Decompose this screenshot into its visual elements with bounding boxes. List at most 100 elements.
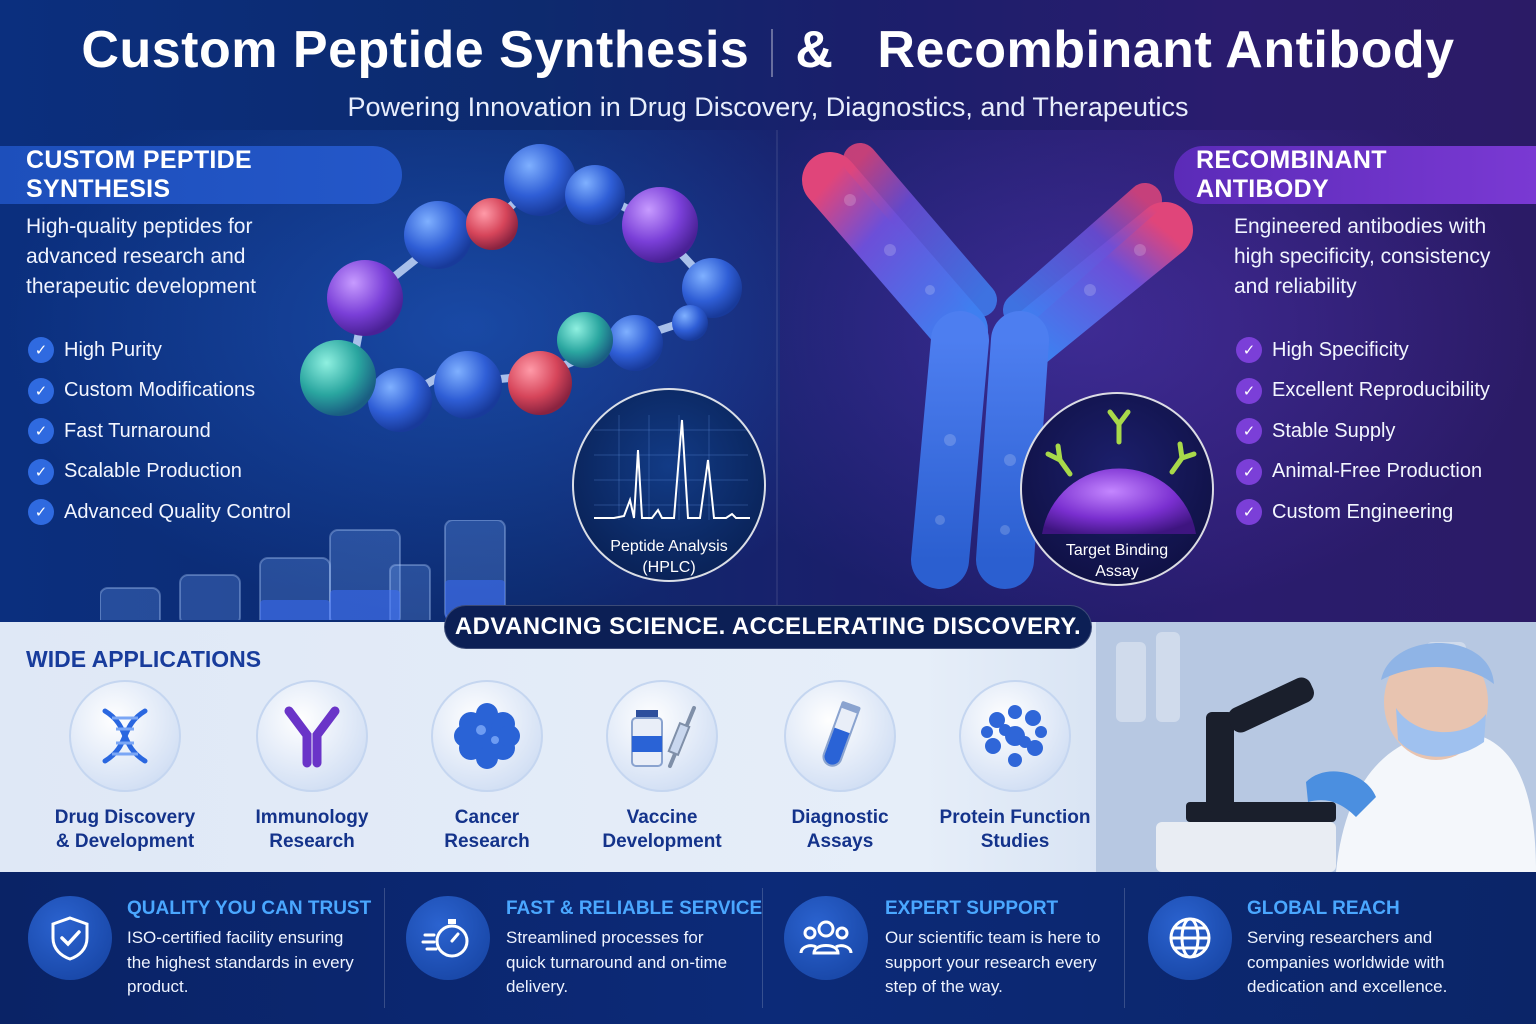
page-title: Custom Peptide Synthesis&Recombinant Ant… [0, 20, 1536, 80]
globe-icon [1148, 896, 1232, 980]
hplc-chromatogram-icon [594, 415, 750, 520]
check-icon: ✓ [28, 418, 54, 445]
feature-label: Animal-Free Production [1272, 460, 1483, 483]
application-label: Drug Discovery & Development [45, 806, 205, 854]
binding-caption-line1: Target Binding [1065, 542, 1169, 559]
application-label-line1: Immunology [255, 807, 369, 828]
list-item: ✓ Custom Modifications [28, 371, 291, 412]
feature-divider [384, 888, 385, 1008]
title-right: Recombinant Antibody [877, 21, 1455, 79]
application-label-line1: Cancer [454, 807, 520, 828]
title-left: Custom Peptide Synthesis [81, 21, 750, 79]
application-label-line2: Research [444, 831, 530, 852]
check-icon: ✓ [28, 458, 54, 485]
application-drug-discovery: Drug Discovery & Development [45, 680, 205, 854]
list-item: ✓Scalable Production [28, 452, 291, 493]
check-icon: ✓ [28, 499, 54, 526]
vaccine-vial-icon [606, 680, 718, 792]
feature-fast-service: FAST & RELIABLE SERVICE Streamlined proc… [384, 872, 764, 1024]
hplc-caption-line2: (HPLC) [642, 559, 696, 576]
application-label-line2: Development [602, 831, 722, 852]
list-item: ✓ Animal-Free Production [1236, 452, 1490, 493]
feature-label: High Specificity [1272, 338, 1409, 361]
antibody-illustration [802, 143, 1193, 589]
feature-text: Streamlined processes for quick turnarou… [506, 928, 728, 996]
test-tube-icon [784, 680, 896, 792]
scientist-microscope-photo [1096, 622, 1536, 872]
feature-label: Advanced Quality Control [64, 500, 291, 523]
application-label-line1: Protein Function [939, 807, 1091, 828]
applications-section: WIDE APPLICATIONS Drug Discovery & Develo… [0, 622, 1536, 872]
list-item: ✓ Excellent Reproducibility [1236, 371, 1490, 412]
title-separator [771, 29, 774, 78]
application-label-line2: Research [269, 831, 355, 852]
binding-caption-line2: Assay [1095, 563, 1139, 580]
feature-title: GLOBAL REACH [1247, 898, 1400, 919]
application-label-line1: Vaccine [626, 807, 698, 828]
dna-icon [69, 680, 181, 792]
target-binding-icon [1042, 409, 1197, 534]
title-ampersand: & [795, 21, 834, 79]
lab-vials-illustration [100, 520, 506, 620]
check-icon: ✓ [28, 337, 54, 364]
feature-label: Custom Engineering [1272, 500, 1454, 523]
hplc-inset: Peptide Analysis(HPLC) [572, 388, 766, 582]
peptide-feature-list: ✓ High Purity ✓ Custom Modifications ✓ Fast… [28, 330, 291, 533]
antibody-icon [256, 680, 368, 792]
shield-check-icon [28, 896, 112, 980]
page-subtitle: Powering Innovation in Drug Discovery, D… [347, 92, 1189, 122]
feature-global-reach: GLOBAL REACH Serving researchers and com… [1124, 872, 1536, 1024]
feature-title: QUALITY YOU CAN TRUST [127, 898, 372, 919]
check-icon: ✓ [1236, 418, 1262, 445]
list-item: ✓Custom Engineering [1236, 492, 1490, 533]
list-item: ✓High Specificity [1236, 330, 1490, 371]
protein-icon [959, 680, 1071, 792]
stopwatch-icon [406, 896, 490, 980]
feature-label: Custom Modifications [64, 379, 256, 402]
application-label-line2: & Development [55, 831, 195, 852]
application-label-line1: Drug Discovery [54, 807, 196, 828]
feature-quality: QUALITY YOU CAN TRUST ISO-certified faci… [0, 872, 380, 1024]
application-label-line1: Diagnostic [791, 807, 889, 828]
feature-text: ISO-certified facility ensuring the high… [127, 928, 354, 996]
list-item: ✓ Stable Supply [1236, 411, 1490, 452]
antibody-description: Engineered antibodies with high specific… [1234, 215, 1491, 298]
feature-text: Our scientific team is here to support y… [885, 928, 1101, 996]
feature-label: Excellent Reproducibility [1272, 379, 1490, 402]
cancer-cell-icon [431, 680, 543, 792]
list-item: ✓ Advanced Quality Control [28, 492, 291, 533]
hero-section: Custom Peptide Synthesis&Recombinant Ant… [0, 0, 1536, 622]
peptide-section-tag: CUSTOM PEPTIDE SYNTHESIS [0, 146, 402, 204]
peptide-chain-illustration [300, 144, 742, 432]
list-item: ✓ Fast Turnaround [28, 411, 291, 452]
antibody-feature-list: ✓High Specificity ✓Excellent Reproducibi… [1236, 330, 1490, 533]
tagline-banner: ADVANCING SCIENCE. ACCELERATING DISCOVER… [444, 605, 1092, 649]
feature-divider [1124, 888, 1125, 1008]
check-icon: ✓ [1236, 458, 1262, 485]
hplc-caption: Peptide Analysis(HPLC) [574, 536, 764, 578]
feature-label: Stable Supply [1272, 419, 1396, 442]
features-footer: QUALITY YOU CAN TRUST ISO-certified faci… [0, 872, 1536, 1024]
list-item: ✓ High Purity [28, 330, 291, 371]
application-label-line2: Studies [980, 831, 1050, 852]
feature-label: Fast Turnaround [64, 419, 211, 442]
feature-title: FAST & RELIABLE SERVICE [506, 898, 763, 919]
feature-label: High Purity [64, 338, 162, 361]
check-icon: ✓ [1236, 377, 1262, 404]
check-icon: ✓ [28, 377, 54, 404]
applications-title: WIDE APPLICATIONS [26, 646, 262, 672]
antibody-section-tag: RECOMBINANT ANTIBODY [1174, 146, 1536, 204]
